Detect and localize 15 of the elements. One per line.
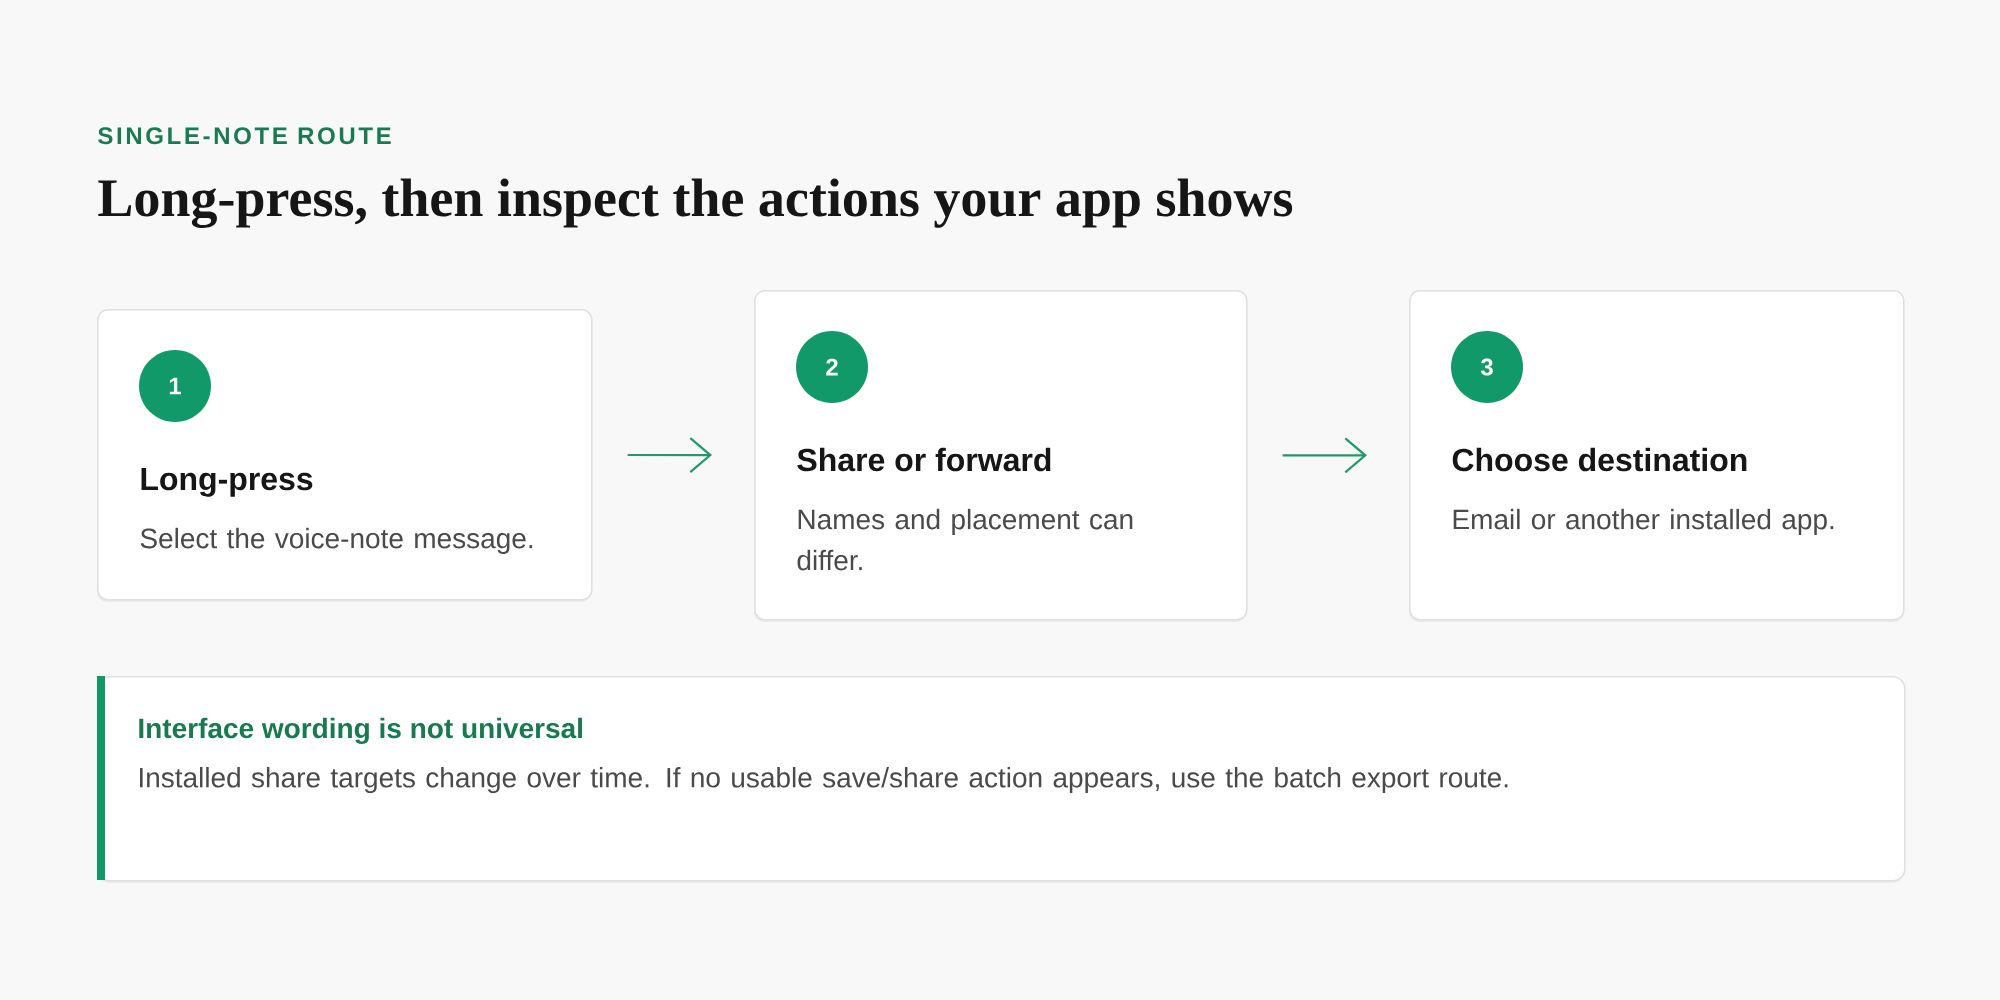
step-heading: Share or forward: [797, 447, 1051, 472]
number-badge: 2: [796, 331, 868, 403]
arrow: [1282, 437, 1368, 474]
step-description: Names and placement can differ.: [797, 508, 1133, 571]
step-description: Select the voice-note message.: [140, 527, 533, 554]
arrow: [627, 437, 712, 473]
section-label: SINGLE-NOTE ROUTE: [98, 127, 391, 145]
note-text: Installed share targets change over time. If no usable save/share action appears, use the batch export route.: [139, 767, 1508, 794]
step-description: Email or another installed app.: [1453, 508, 1834, 535]
title: Long-press, then inspect the actions your app shows: [98, 178, 1293, 228]
number-badge: 1: [139, 350, 211, 422]
step-heading: Long-press: [141, 468, 313, 497]
note-heading: Interface wording is not universal: [139, 717, 582, 744]
step-heading: Choose destination: [1452, 447, 1747, 472]
number-badge: 3: [1451, 331, 1523, 403]
